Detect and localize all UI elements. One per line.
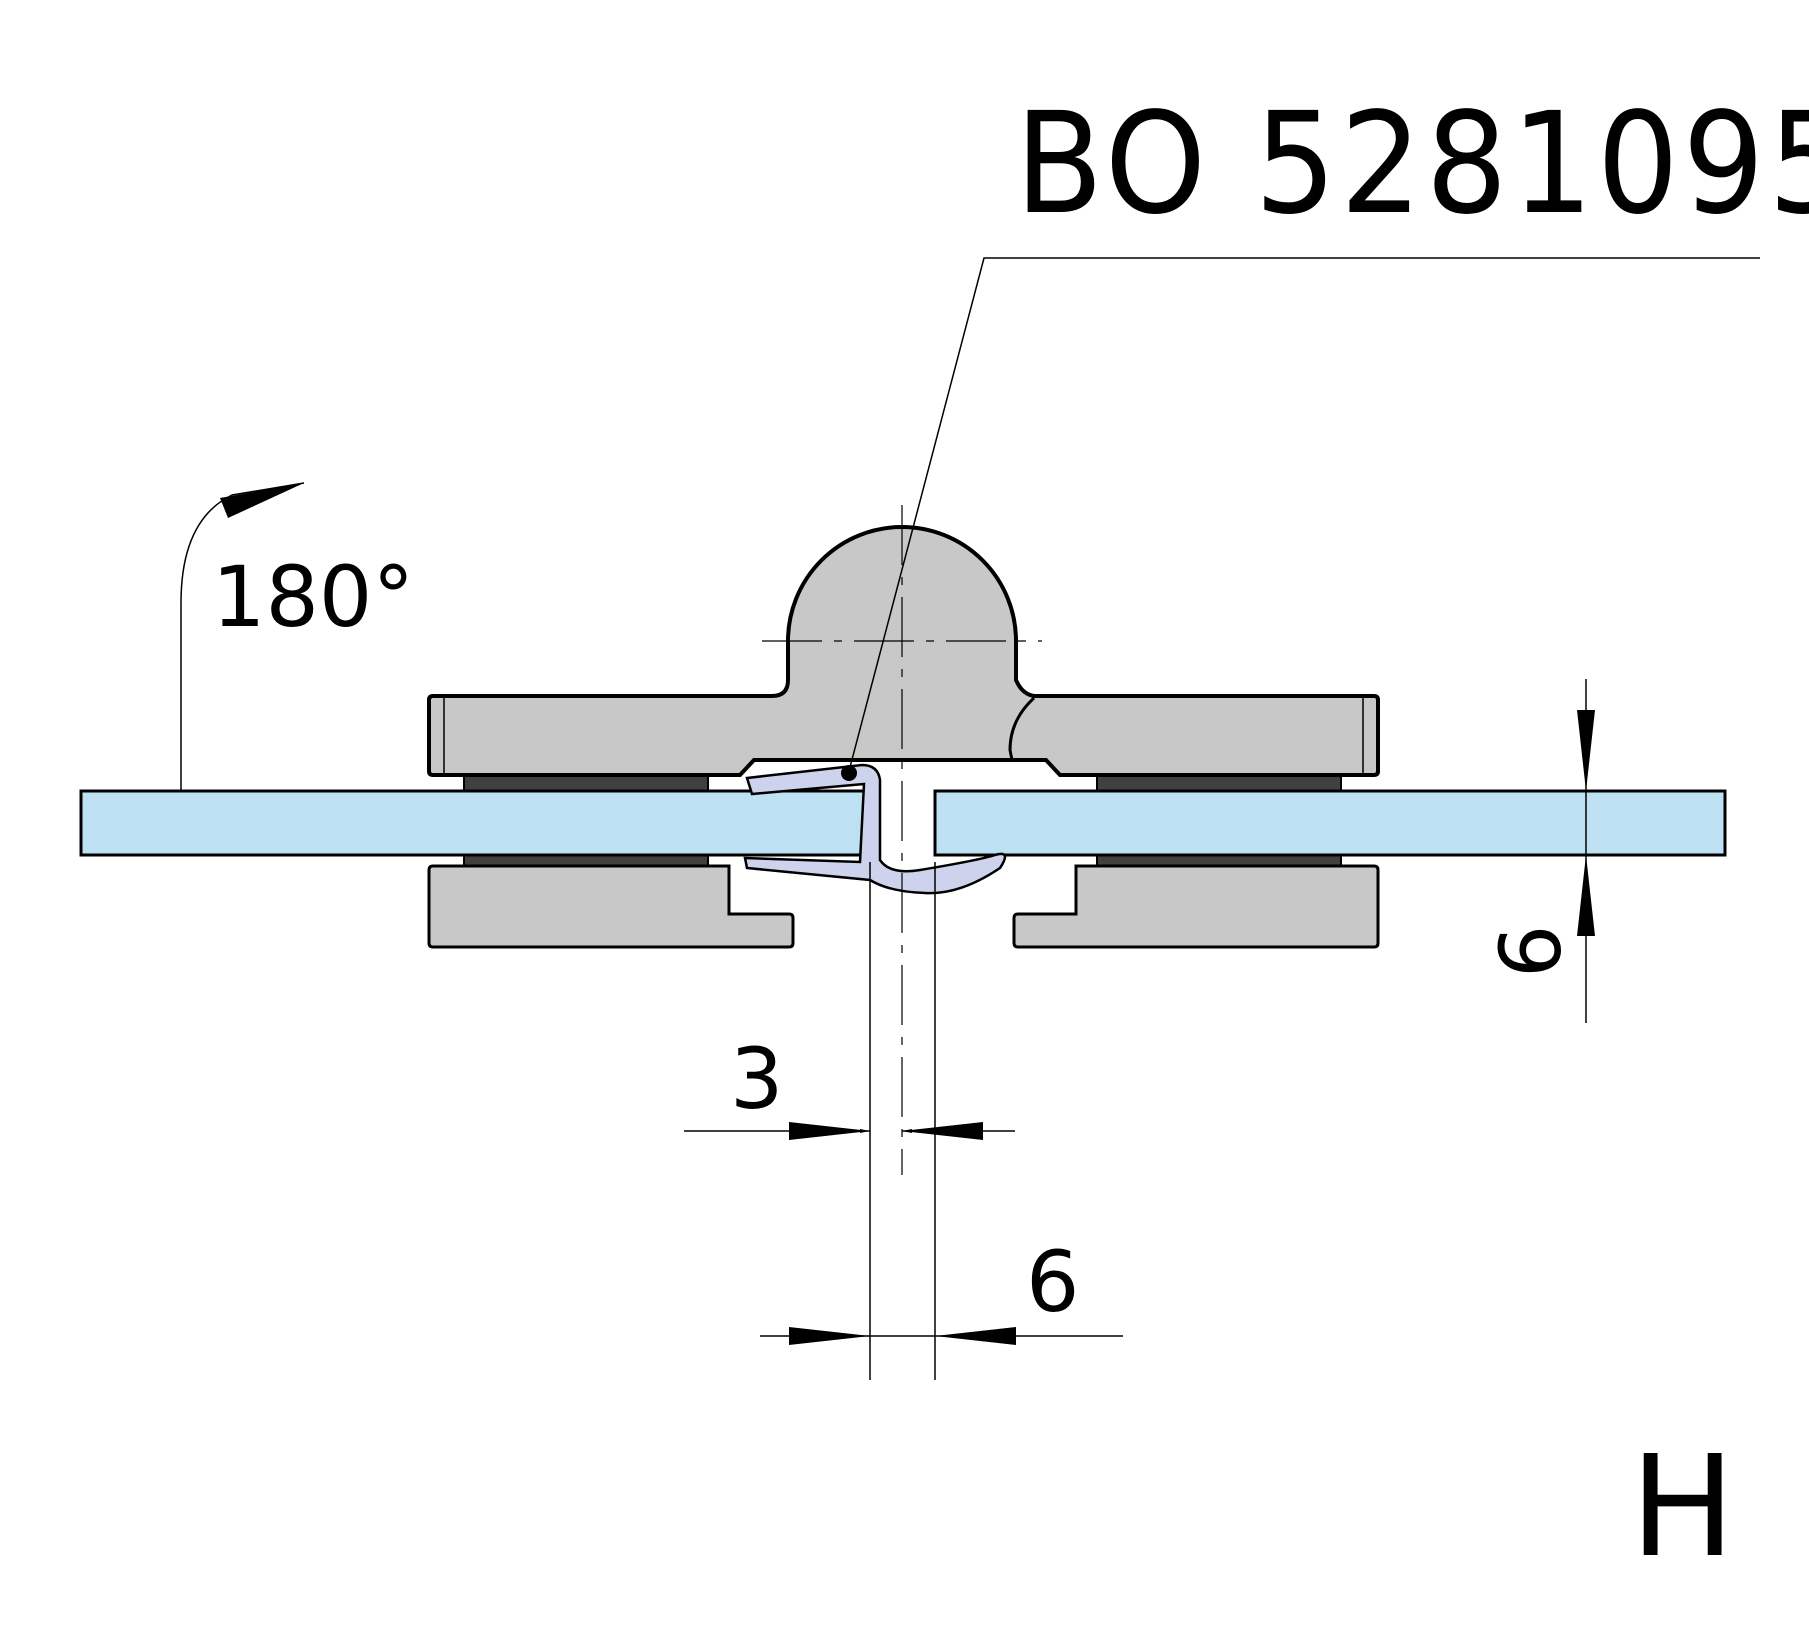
part-leader-line [848,257,1760,772]
arrowhead-icon [220,483,304,518]
dimension-gap-total-label: 6 [1026,1233,1079,1331]
hinge-top-plate [427,525,1380,777]
glass-pane-right [933,789,1727,857]
dimension-gap-3 [684,862,1015,1380]
gasket-top-left [463,774,709,792]
hinge-bottom-plate-left [427,864,795,949]
view-label: H [1630,1426,1735,1589]
gasket-bottom-right [1096,854,1342,867]
dimension-gap-6 [760,1327,1123,1345]
seal-profile [743,763,1007,895]
part-number: BO 5281095 [1015,82,1809,245]
knuckle-edge [1008,696,1036,761]
dimension-thickness [1577,679,1725,1023]
gasket-bottom-left [463,854,709,867]
dimension-thickness-label: 6 [1482,925,1580,978]
opening-angle-label: 180° [212,548,414,646]
leader-dot [841,765,857,781]
dimension-gap-label: 3 [730,1030,783,1128]
hinge-bottom-plate-right [1012,864,1380,949]
glass-pane-left [79,789,874,857]
gasket-top-right [1096,774,1342,792]
center-lines [762,505,1042,1175]
gaskets [463,774,1342,867]
